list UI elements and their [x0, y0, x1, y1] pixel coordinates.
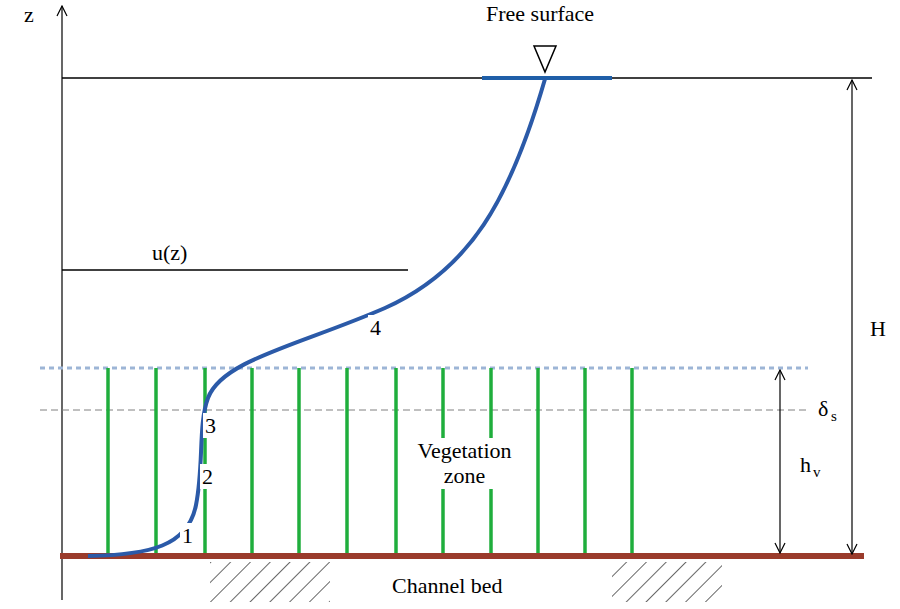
- dimension-subscript: s: [829, 408, 839, 425]
- bed-hatching: [612, 562, 722, 602]
- free-surface-mark: [482, 76, 612, 80]
- bed-label: Channel bed: [390, 573, 505, 598]
- vegetation-height-dimension: [779, 370, 780, 553]
- callout-number: 2: [200, 464, 215, 489]
- velocity-label: u(z): [150, 240, 189, 265]
- dimension-label: H: [868, 316, 888, 341]
- zone-label: Vegetation zone: [405, 438, 524, 489]
- free-surface-line: [62, 77, 872, 79]
- bed-hatching: [210, 562, 330, 602]
- callout-number: 3: [203, 413, 218, 438]
- callout-number: 1: [180, 523, 195, 548]
- depth-dimension: [851, 80, 852, 554]
- callout-number: 4: [368, 315, 383, 340]
- surface-label: Free surface: [484, 1, 596, 26]
- velocity-profile: [88, 79, 545, 556]
- channel-bed-line: [60, 553, 864, 559]
- vegetation-stems: [108, 368, 632, 553]
- z-axis: [61, 6, 62, 600]
- velocity-leader: [62, 269, 408, 270]
- water-level-symbol: [534, 46, 556, 72]
- axis-label: z: [22, 2, 36, 27]
- dimension-subscript: v: [811, 464, 823, 481]
